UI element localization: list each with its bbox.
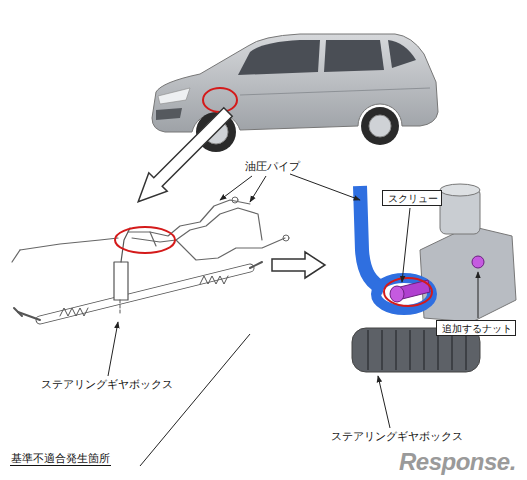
part-label: ステアリングギヤボックス (40, 378, 174, 391)
closeup-picture (352, 184, 516, 372)
label-box: 追加するナット (436, 320, 516, 336)
leader-line (108, 174, 478, 466)
box-text: 追加するナット (442, 323, 510, 335)
box-text: スクリュー (388, 193, 436, 205)
car-picture (152, 34, 438, 152)
watermark: Response. (398, 448, 517, 477)
gearbox-drawing (12, 197, 289, 320)
pointer-arrow (138, 108, 232, 202)
pointer-arrow (272, 252, 325, 278)
part-label: 基準不適合発生箇所 (10, 452, 111, 466)
part-label: ステアリングギヤボックス (330, 430, 464, 443)
label-box: スクリュー (382, 190, 442, 206)
part-label: 油圧パイプ (244, 160, 301, 173)
